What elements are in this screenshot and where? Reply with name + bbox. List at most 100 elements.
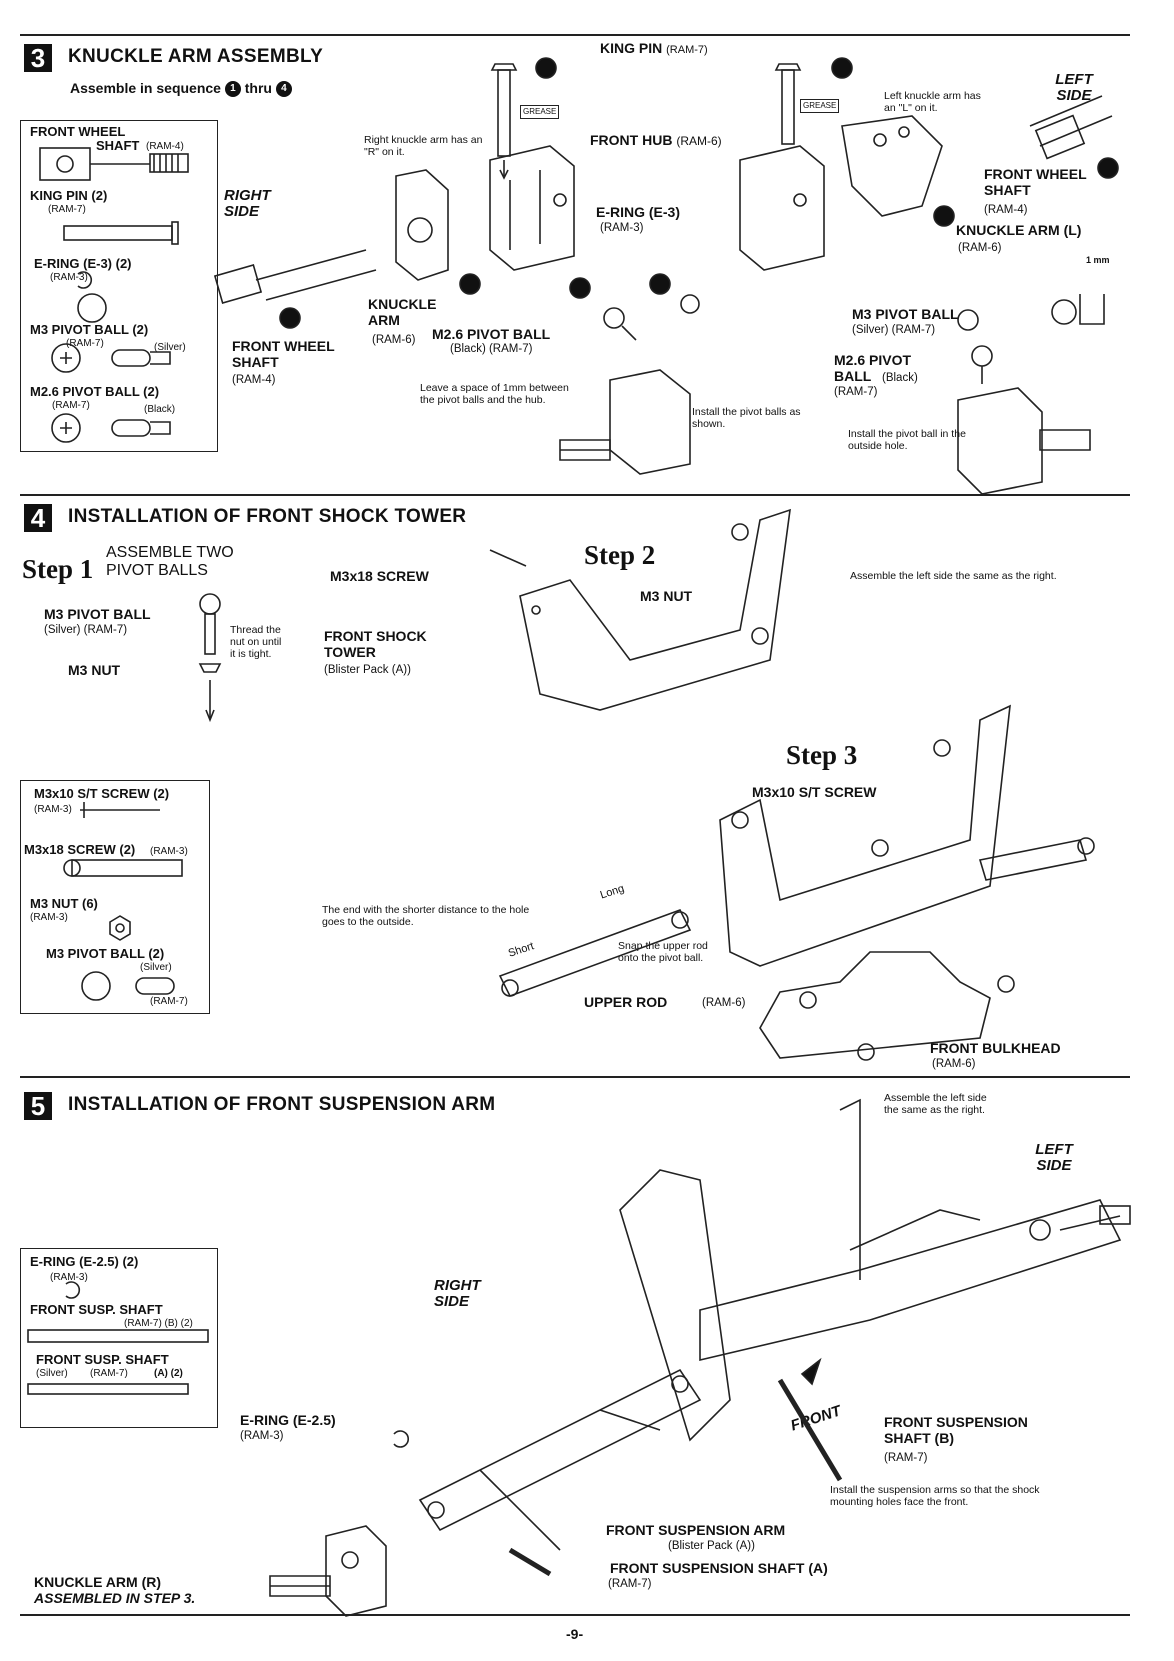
pivot-balls-sec3 — [603, 294, 993, 384]
space-note: Leave a space of 1mm between the pivot b… — [420, 382, 569, 406]
front-susp-shaft-a-code: (RAM-7) — [608, 1578, 652, 1590]
front-suspension-arm-code: (Blister Pack (A)) — [668, 1540, 755, 1552]
part-m3x18-screw-code: (RAM-3) — [150, 846, 188, 857]
m3-pivot-ball-code: (Silver) (RAM-7) — [852, 324, 936, 336]
front-hub-label: FRONT HUB (RAM-6) — [590, 132, 722, 149]
part-e-ring-25-code: (RAM-3) — [50, 1272, 88, 1283]
ering-s5-label: E-RING (E-2.5) — [240, 1412, 336, 1428]
top-rule — [20, 34, 1130, 36]
left-knuckle-note: Left knuckle arm has an "L" on it. — [884, 90, 981, 114]
section-4-title: INSTALLATION OF FRONT SHOCK TOWER — [68, 506, 467, 527]
front-hub-code: (RAM-6) — [676, 134, 722, 148]
front-hub-left-drawing — [739, 145, 825, 271]
grease-tag-1: GREASE — [520, 105, 560, 119]
left-knuckle-arm-drawing — [841, 95, 1113, 217]
right-knuckle-note: Right knuckle arm has an "R" on it. — [364, 134, 483, 158]
section-5-number: 5 — [24, 1092, 52, 1120]
front-shock-tower-code: (Blister Pack (A)) — [324, 664, 411, 676]
part-m3x10-st-screw-code: (RAM-3) — [34, 804, 72, 815]
knuckle-arm-l-label: KNUCKLE ARM (L) — [956, 222, 1082, 238]
m26-pivot-ball-right-code2: (RAM-7) — [834, 386, 878, 398]
front-bulkhead-label: FRONT BULKHEAD — [930, 1040, 1061, 1056]
front-shock-tower-drawing — [489, 508, 791, 711]
king-pin-right-drawing — [774, 63, 802, 145]
king-pin-left-drawing — [490, 63, 518, 180]
knuckle-arm-l-code: (RAM-6) — [958, 242, 1002, 254]
step1-pivot-ball-drawing — [198, 593, 222, 723]
part-front-susp-shaft-a-color: (Silver) — [36, 1368, 68, 1379]
section-4-number: 4 — [24, 504, 52, 532]
sequence-start-bullet: 1 — [224, 81, 241, 98]
m26-pivot-ball-label: M2.6 PIVOT BALL — [432, 326, 551, 342]
front-wheel-shaft-right-code: (RAM-4) — [984, 204, 1028, 216]
m3-pivot-ball-label: M3 PIVOT BALL — [852, 306, 959, 322]
m3x18-screw-label: M3x18 SCREW — [330, 568, 429, 584]
sequence-end-bullet: 4 — [275, 81, 292, 98]
right-side-label-s5: RIGHT SIDE — [434, 1277, 481, 1310]
part-m3-pivot-ball: M3 PIVOT BALL (2) — [30, 322, 149, 337]
end-distance-note: The end with the shorter distance to the… — [322, 904, 530, 928]
part-m3-pivot-ball-s4: M3 PIVOT BALL (2) — [46, 946, 165, 961]
upper-rod-label: UPPER ROD — [584, 994, 668, 1010]
step2-m3-nut-label: M3 NUT — [640, 588, 693, 604]
part-m26-pivot-ball-color: (Black) — [144, 404, 176, 415]
part-m3-pivot-ball-code: (RAM-7) — [66, 338, 104, 349]
part-m3-pivot-ball-color: (Silver) — [154, 342, 186, 353]
king-pin-label: KING PIN (RAM-7) — [600, 40, 708, 58]
one-mm-label: 1 mm — [1086, 255, 1110, 265]
front-susp-shaft-b-label: FRONT SUSPENSION SHAFT (B) — [884, 1414, 1028, 1446]
part-king-pin-code: (RAM-7) — [48, 204, 86, 215]
step-3-heading: Step 3 — [786, 740, 858, 770]
part-front-susp-shaft-a-code: (RAM-7) — [90, 1368, 128, 1379]
part-m3-nut: M3 NUT (6) — [30, 896, 98, 911]
part-e-ring: E-RING (E-3) (2) — [34, 256, 132, 271]
section-4-parts-box — [20, 780, 210, 1014]
front-susp-shaft-b-code: (RAM-7) — [884, 1452, 928, 1464]
section-5-part-icons — [27, 1281, 209, 1395]
page-number: -9- — [566, 1626, 584, 1642]
knuckle-arm-label: KNUCKLE ARM — [368, 296, 437, 328]
step1-m3-nut-label: M3 NUT — [68, 662, 121, 678]
step1-m3-pivot-ball-label: M3 PIVOT BALL — [44, 606, 151, 622]
part-m26-pivot-ball-code: (RAM-7) — [52, 400, 90, 411]
m3-pivot-ball-icon — [51, 293, 171, 373]
knuckle-arm-r-note: ASSEMBLED IN STEP 3. — [34, 1590, 196, 1606]
upper-rod-code: (RAM-6) — [702, 997, 746, 1009]
m26-pivot-ball-right-code: (Black) — [882, 372, 918, 384]
assembled-hub-drawings — [559, 294, 1105, 495]
part-e-ring-25: E-RING (E-2.5) (2) — [30, 1254, 139, 1269]
sequence-text: Assemble in sequence — [70, 80, 221, 96]
thread-note: Thread the nut on until it is tight. — [230, 624, 282, 660]
part-front-wheel-shaft-2: SHAFT — [96, 138, 140, 153]
part-m3x10-st-screw: M3x10 S/T SCREW (2) — [34, 786, 170, 801]
install-note: Install the pivot balls as shown. — [692, 406, 801, 430]
left-side-label: LEFT SIDE — [1055, 71, 1093, 104]
m26-pivot-ball-code: (Black) (RAM-7) — [450, 343, 533, 355]
left-side-label-s5: LEFT SIDE — [1035, 1141, 1073, 1174]
right-side-label: RIGHT SIDE — [224, 187, 271, 220]
part-front-wheel-shaft-code: (RAM-4) — [146, 141, 184, 152]
grease-tag-2: GREASE — [800, 99, 840, 113]
step1-m3-pivot-ball-code: (Silver) (RAM-7) — [44, 624, 128, 636]
part-m3x18-screw: M3x18 SCREW (2) — [24, 842, 136, 857]
shaft-orientation-note: Install the suspension arms so that the … — [830, 1484, 1040, 1508]
part-m3-pivot-ball-s4-color: (Silver) — [140, 962, 172, 973]
part-front-wheel-shaft: FRONT WHEEL — [30, 124, 126, 139]
section-divider-1 — [20, 494, 1130, 496]
ering-s5-code: (RAM-3) — [240, 1430, 284, 1442]
part-front-susp-shaft-b: FRONT SUSP. SHAFT — [30, 1302, 163, 1317]
part-m3-pivot-ball-s4-code: (RAM-7) — [150, 996, 188, 1007]
step3-tower-drawing — [719, 704, 1011, 967]
right-knuckle-arm-drawing — [213, 169, 449, 304]
front-shock-tower-label: FRONT SHOCK TOWER — [324, 628, 427, 660]
sequence-instruction: Assemble in sequence 1 thru 4 — [70, 80, 292, 98]
part-e-ring-code: (RAM-3) — [50, 272, 88, 283]
section-divider-2 — [20, 1076, 1130, 1078]
front-suspension-arm-drawing — [418, 1368, 702, 1551]
king-pin-icon — [63, 221, 179, 245]
m26-pivot-ball-right-label: M2.6 PIVOT BALL — [834, 352, 912, 384]
part-m26-pivot-ball: M2.6 PIVOT BALL (2) — [30, 384, 160, 399]
m26-pivot-ball-icon — [51, 413, 171, 443]
ering-code: (RAM-3) — [600, 222, 644, 234]
